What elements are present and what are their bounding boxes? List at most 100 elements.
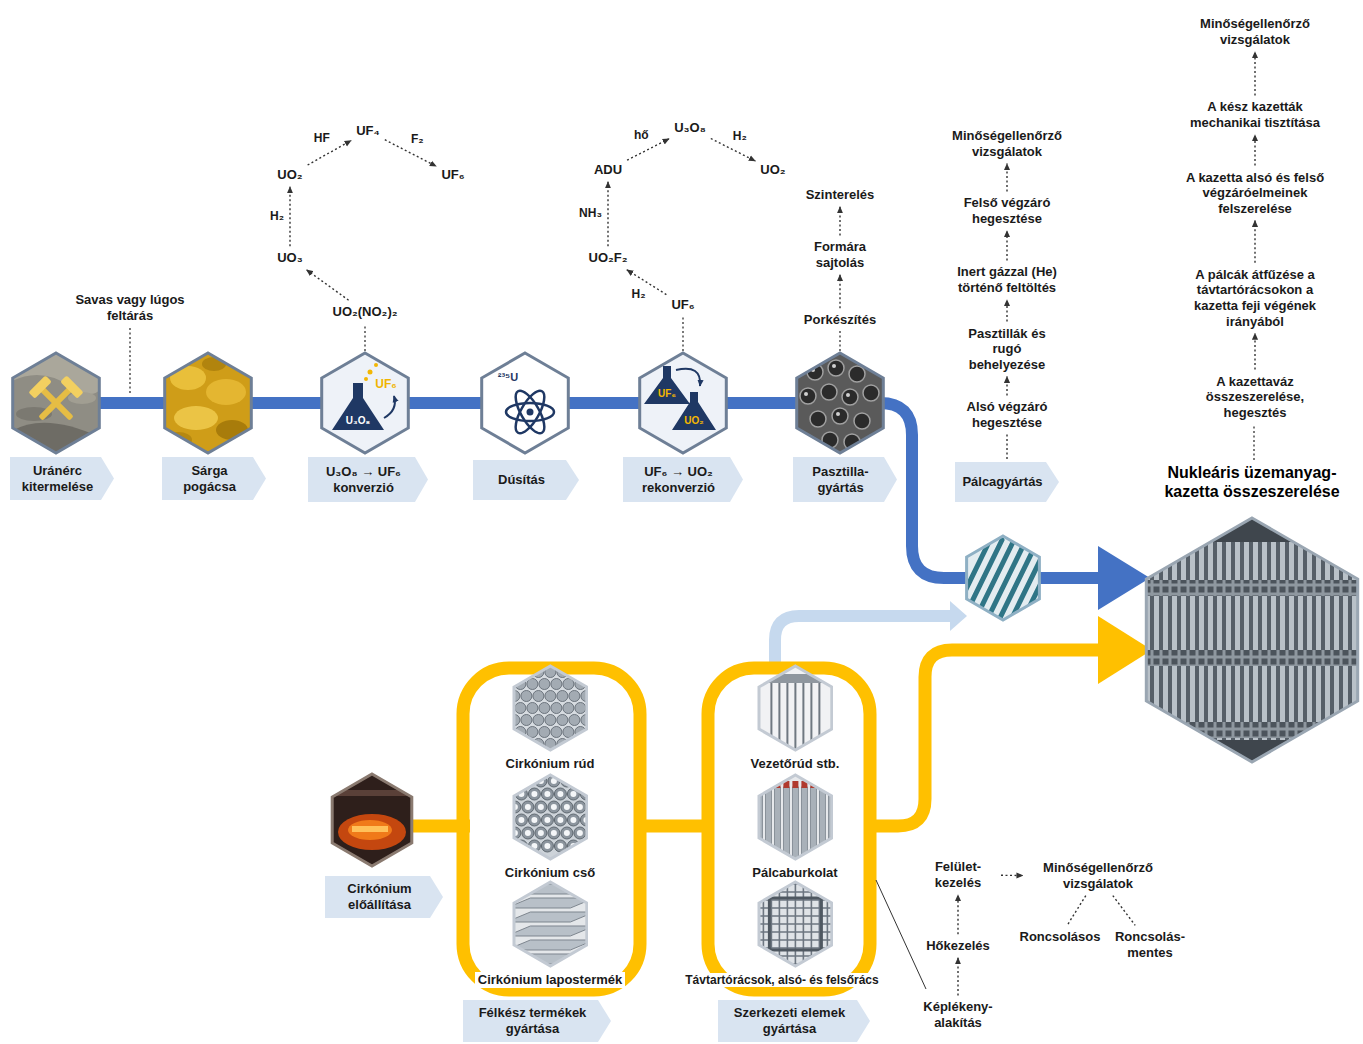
- product-hexagon: Távtartórácsok, alsó- és felsőrács: [679, 880, 884, 988]
- process-step: A pálcák átfűzése a távtartórácsokon a k…: [1173, 266, 1337, 330]
- note-label: Savas vagy lúgos feltárás: [60, 292, 200, 323]
- process-tag: U₃O₈ → UF₆ konverzió: [308, 457, 428, 502]
- section-heading: Nukleáris üzemanyag- kazetta összeszerel…: [1142, 463, 1362, 501]
- flow-connector: [1254, 135, 1255, 166]
- process-step: UO₂(NO₂)₂: [331, 303, 400, 321]
- flow-connector: [1006, 231, 1007, 261]
- yellowcake-icon: [160, 350, 256, 456]
- product-picture: [757, 664, 834, 752]
- flow-connector: [1067, 896, 1086, 926]
- step-label: A pálcák átfűzése a távtartórácsokon a k…: [1175, 267, 1335, 329]
- flow-connector: [1006, 376, 1007, 395]
- step-label: Minőségellenőrző vizsgálatok: [1185, 16, 1325, 47]
- process-step: Képlékeny- alakítás: [908, 998, 1008, 1031]
- step-label: UF₆: [671, 297, 694, 313]
- process-tag: Cirkónium előállítása: [325, 876, 443, 918]
- leader-lines: [130, 316, 1254, 460]
- product-hexagon: Cirkónium lapostermék: [472, 880, 629, 988]
- process-step: Alsó végzáró hegesztése: [955, 398, 1059, 431]
- process-step: UO₃: [275, 249, 305, 267]
- process-step: UF₆: [439, 166, 466, 184]
- zirconium-flow-band: [640, 820, 708, 833]
- flow-connector: [306, 270, 348, 300]
- icon-label: U₃O₈: [346, 415, 370, 427]
- pellet-icon: [795, 350, 887, 456]
- tag-label: Szerkezeti elemek gyártása: [718, 1002, 870, 1039]
- flow-connector: [1006, 300, 1007, 322]
- process-step: UF₆: [669, 296, 696, 314]
- product-label: Cirkónium lapostermék: [475, 972, 626, 988]
- flow-connector: [1113, 896, 1135, 926]
- process-step: UO₂: [275, 166, 304, 184]
- flow-connector: [839, 275, 840, 309]
- product-hexagon: Vezetőrúd stb.: [745, 664, 846, 772]
- product-label: Távtartórácsok, alsó- és felsőrács: [682, 973, 881, 987]
- step-label: A kazetta alsó és felső végzáróelmeinek …: [1167, 170, 1343, 217]
- product-hexagon: Pálcaburkolat: [746, 773, 843, 881]
- process-step: Minőségellenőrző vizsgálatok: [935, 127, 1079, 160]
- edge-label: hő: [633, 129, 650, 143]
- process-step: A kazettaváz összeszerelése, hegesztés: [1188, 373, 1322, 422]
- product-picture: [757, 880, 834, 968]
- leader-line: [876, 880, 926, 989]
- process-step: Pasztillák és rugó behelyezése: [951, 325, 1063, 374]
- step-label: Roncsolásos: [1020, 929, 1101, 945]
- tag-label: Sárga pogácsa: [162, 460, 266, 497]
- flow-connector: [1254, 52, 1255, 96]
- product-hexagon: Cirkónium rúd: [500, 664, 601, 772]
- edge-label: H₂: [269, 210, 285, 224]
- product-label: Cirkónium rúd: [503, 756, 598, 772]
- step-label: UO₂: [277, 167, 302, 183]
- icon-label: UO₂: [684, 415, 703, 427]
- process-step: Roncsolásos: [1018, 928, 1103, 946]
- process-step: UO₂F₂: [587, 249, 630, 267]
- process-step: Minőségellenőrző vizsgálatok: [1183, 15, 1327, 48]
- conversion-icon: [322, 353, 409, 453]
- step-label: U₃O₈: [674, 120, 706, 136]
- step-label: Porkészítés: [804, 312, 876, 328]
- flow-connector: [957, 958, 958, 996]
- process-step: ADU: [592, 161, 624, 179]
- zirconium-flow-arrowhead: [1098, 616, 1152, 684]
- mining-icon: [10, 350, 106, 460]
- flow-connector: [1254, 220, 1255, 262]
- uranium-flow-arrowhead: [1098, 546, 1150, 610]
- product-picture: [512, 880, 589, 968]
- tag-label: Pasztilla- gyártás: [793, 461, 897, 498]
- step-label: Szinterelés: [806, 187, 875, 203]
- flow-connector: [1006, 164, 1007, 192]
- step-label: Pasztillák és rugó behelyezése: [953, 326, 1061, 373]
- edge-label: H₂: [631, 288, 647, 302]
- process-tag: Dúsítás: [473, 460, 579, 500]
- flow-connector: [1006, 435, 1007, 459]
- step-label: A kész kazetták mechanikai tisztítása: [1173, 99, 1337, 130]
- icon-label: UF₆: [658, 388, 676, 400]
- flow-connector: [839, 207, 840, 236]
- cladding-feed-arrowhead: [950, 601, 967, 631]
- fuel-rod-icon: [950, 536, 1062, 622]
- step-label: Hőkezelés: [926, 938, 990, 954]
- step-label: Minőségellenőrző vizsgálatok: [1028, 860, 1168, 891]
- process-step: Szinterelés: [804, 186, 877, 204]
- process-tag: Sárga pogácsa: [162, 457, 266, 500]
- zirconium-production-picture: [330, 772, 416, 868]
- atom-icon: [482, 353, 569, 453]
- process-step: UF₄: [354, 122, 382, 140]
- step-label: Felső végzáró hegesztése: [953, 195, 1061, 226]
- process-step: Hőkezelés: [924, 937, 992, 955]
- tag-label: Félkész termékek gyártása: [463, 1002, 611, 1039]
- tag-label: Cirkónium előállítása: [325, 878, 443, 915]
- process-step: U₃O₈: [672, 119, 708, 137]
- step-label: Minőségellenőrző vizsgálatok: [937, 128, 1077, 159]
- product-label: Pálcaburkolat: [749, 865, 840, 881]
- product-hexagon: Cirkónium cső: [499, 773, 601, 881]
- product-picture: [512, 773, 589, 861]
- flow-connector: [289, 187, 290, 246]
- flow-connector: [1001, 875, 1023, 877]
- tag-label: Uránérc kitermelése: [10, 460, 114, 497]
- product-label: Cirkónium cső: [502, 865, 598, 881]
- edge-label: H₂: [732, 130, 748, 144]
- zirconium-flow-band: [870, 650, 1102, 826]
